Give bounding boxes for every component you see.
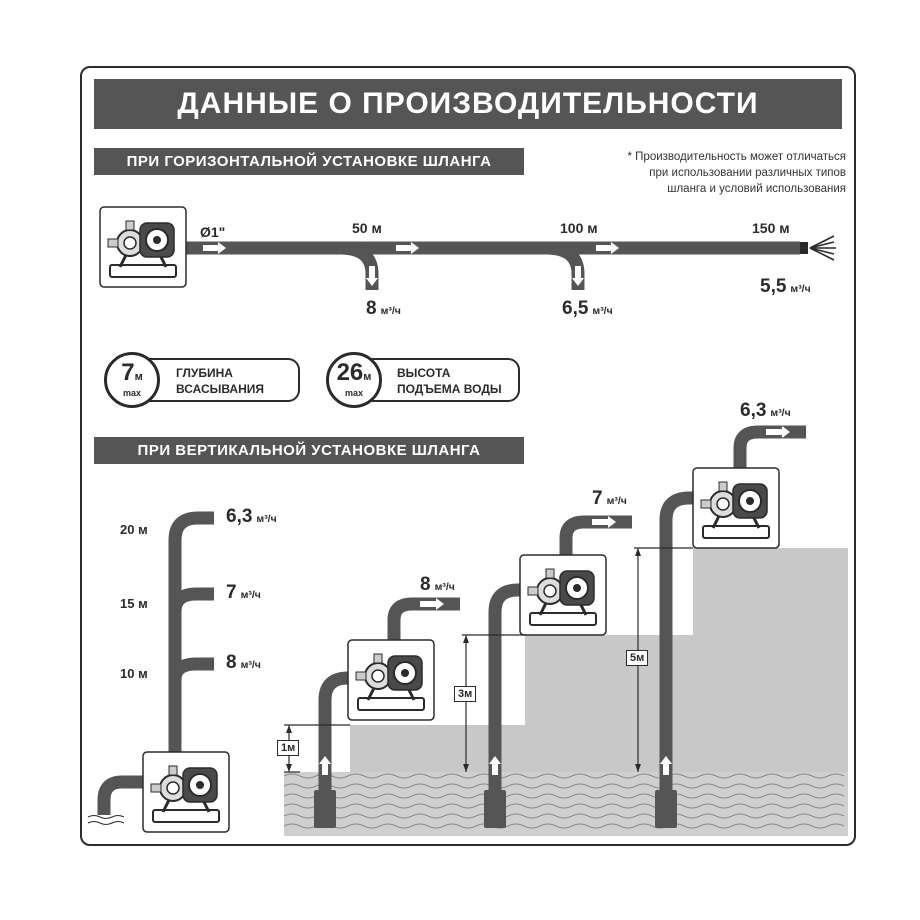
suction-hoses [318,425,806,790]
horizontal-section-heading: ПРИ ГОРИЗОНТАЛЬНОЙ УСТАНОВКЕ ШЛАНГА [94,148,524,175]
flow-arrows [203,242,619,286]
lift-height-badge: 26м max [326,352,382,408]
suction-arrows [319,426,790,775]
vertical-lift-hose [97,511,214,815]
height-label: 10 м [120,666,148,681]
water-area [283,772,848,836]
height-label: 20 м [120,522,148,537]
distance-label: 100 м [560,220,598,236]
note-line: при использовании различных типов [649,167,846,179]
vertical-section-heading: ПРИ ВЕРТИКАЛЬНОЙ УСТАНОВКЕ ШЛАНГА [94,437,524,464]
pump-icon [141,750,231,834]
pump-icon [98,205,188,289]
note-line: шланга и условий использования [667,183,846,195]
suction-depth-badge: 7м max [104,352,160,408]
pump-icon [518,553,608,637]
pump-icon [691,466,781,550]
page-title: ДАННЫЕ О ПРОИЗВОДИТЕЛЬНОСТИ [94,79,842,129]
ground-steps [350,548,848,836]
distance-label: 50 м [352,220,382,236]
hose-diameter-label: Ø1" [200,224,226,240]
performance-note: * Производительность может отличаться пр… [560,149,847,197]
pump-icon [346,638,436,722]
horizontal-hose [186,241,800,290]
water-waves-left [87,815,125,825]
spray-icon [800,235,836,261]
height-label: 15 м [120,596,148,611]
depth-tag-1m: 1м [277,740,300,756]
depth-tag-5m: 5м [626,650,649,666]
suction-filters [314,790,677,828]
note-line: * Производительность может отличаться [627,151,847,163]
distance-label: 150 м [752,220,790,236]
depth-tag-3m: 3м [454,686,477,702]
diagram-frame [80,66,856,846]
